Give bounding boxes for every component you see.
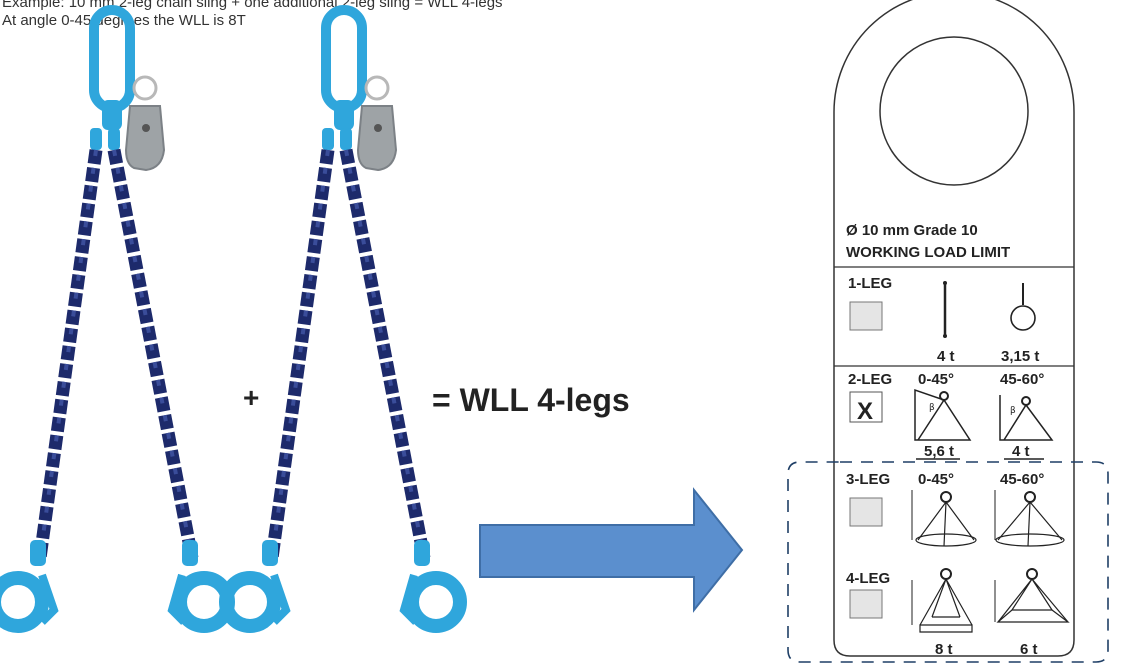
value-1-leg-a: 4 t bbox=[937, 348, 955, 365]
wll-tag: Ø 10 mm Grade 10 WORKING LOAD LIMIT 1-LE… bbox=[787, 0, 1109, 663]
label-4-leg: 4-LEG bbox=[846, 570, 890, 587]
value-2-leg-b: 4 t bbox=[1012, 443, 1030, 460]
checkbox-1-leg bbox=[849, 301, 883, 331]
label-3-leg: 3-LEG bbox=[846, 471, 890, 488]
tag-subtitle: WORKING LOAD LIMIT bbox=[846, 244, 1010, 261]
angle-2-leg-b: 45-60° bbox=[1000, 371, 1044, 388]
value-4-leg-a: 8 t bbox=[935, 641, 953, 658]
equals-label: = WLL 4-legs bbox=[432, 382, 630, 418]
label-1-leg: 1-LEG bbox=[848, 275, 892, 292]
right-arrow-icon bbox=[479, 487, 744, 613]
beta-2-leg-a: β bbox=[929, 403, 935, 413]
plus-sign: + bbox=[243, 382, 260, 413]
tag-title: Ø 10 mm Grade 10 bbox=[846, 222, 978, 239]
caption-line-1: Example: 10 mm 2-leg chain sling + one a… bbox=[2, 0, 503, 11]
checkbox-4-leg bbox=[849, 589, 883, 619]
value-1-leg-b: 3,15 t bbox=[1001, 348, 1039, 365]
chain-sling-left bbox=[0, 10, 228, 626]
checkbox-2-leg-mark: X bbox=[857, 398, 873, 425]
label-2-leg: 2-LEG bbox=[848, 371, 892, 388]
angle-3-leg-b: 45-60° bbox=[1000, 471, 1044, 488]
beta-2-leg-b: β bbox=[1010, 406, 1016, 416]
chain-sling-right bbox=[226, 10, 460, 626]
angle-3-leg-a: 0-45° bbox=[918, 471, 954, 488]
checkbox-2-leg bbox=[849, 391, 883, 423]
checkbox-3-leg bbox=[849, 497, 883, 527]
value-4-leg-b: 6 t bbox=[1020, 641, 1038, 658]
dashed-highlight bbox=[787, 461, 1109, 663]
angle-2-leg-a: 0-45° bbox=[918, 371, 954, 388]
value-2-leg-a: 5,6 t bbox=[924, 443, 954, 460]
